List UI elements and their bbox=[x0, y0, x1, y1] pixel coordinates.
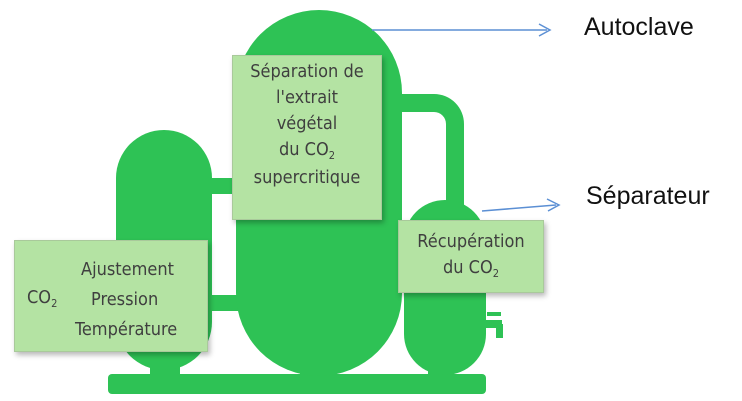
separation-line-5: supercritique bbox=[253, 167, 361, 188]
tap-spout bbox=[482, 320, 502, 328]
recovery-line-1: Récupération bbox=[417, 231, 525, 252]
adjustment-line-3: Température bbox=[75, 319, 178, 340]
separator-callout-label: Séparateur bbox=[586, 182, 710, 210]
adjustment-co2-text: CO bbox=[27, 287, 52, 308]
separation-line-1: Séparation de bbox=[250, 61, 364, 82]
recovery-co2-text: du CO bbox=[442, 257, 493, 278]
recovery-co2-subscript: 2 bbox=[492, 267, 500, 280]
adjustment-co2: CO2 bbox=[27, 285, 57, 313]
tap-outlet bbox=[496, 324, 503, 338]
separation-line-3: végétal bbox=[276, 113, 338, 134]
separation-co2-subscript: 2 bbox=[328, 149, 336, 162]
separator-arrow-head bbox=[546, 198, 561, 212]
autoclave-arrow-head bbox=[538, 23, 552, 37]
adjustment-line-2: Pression bbox=[91, 289, 159, 310]
separation-label-box: Séparation de l'extrait végétal du CO2 s… bbox=[232, 55, 382, 220]
tap-handle bbox=[487, 312, 501, 316]
autoclave-to-separator-pipe bbox=[394, 94, 464, 212]
recovery-line-2: du CO2 bbox=[399, 255, 543, 283]
separation-co2-text: du CO bbox=[278, 139, 329, 160]
separation-line-4: du CO2 bbox=[233, 137, 381, 165]
separation-line-2: l'extrait bbox=[276, 87, 338, 108]
adjustment-line-1: Ajustement bbox=[81, 259, 174, 280]
separator-arrow-line bbox=[481, 204, 557, 212]
base-rail bbox=[108, 374, 486, 394]
autoclave-callout-label: Autoclave bbox=[584, 13, 694, 41]
adjustment-co2-subscript: 2 bbox=[51, 297, 58, 310]
recovery-label-box: Récupération du CO2 bbox=[398, 220, 544, 293]
adjustment-label-box: CO2 Ajustement Pression Température bbox=[14, 240, 208, 352]
lower-connecting-pipe bbox=[205, 295, 245, 311]
